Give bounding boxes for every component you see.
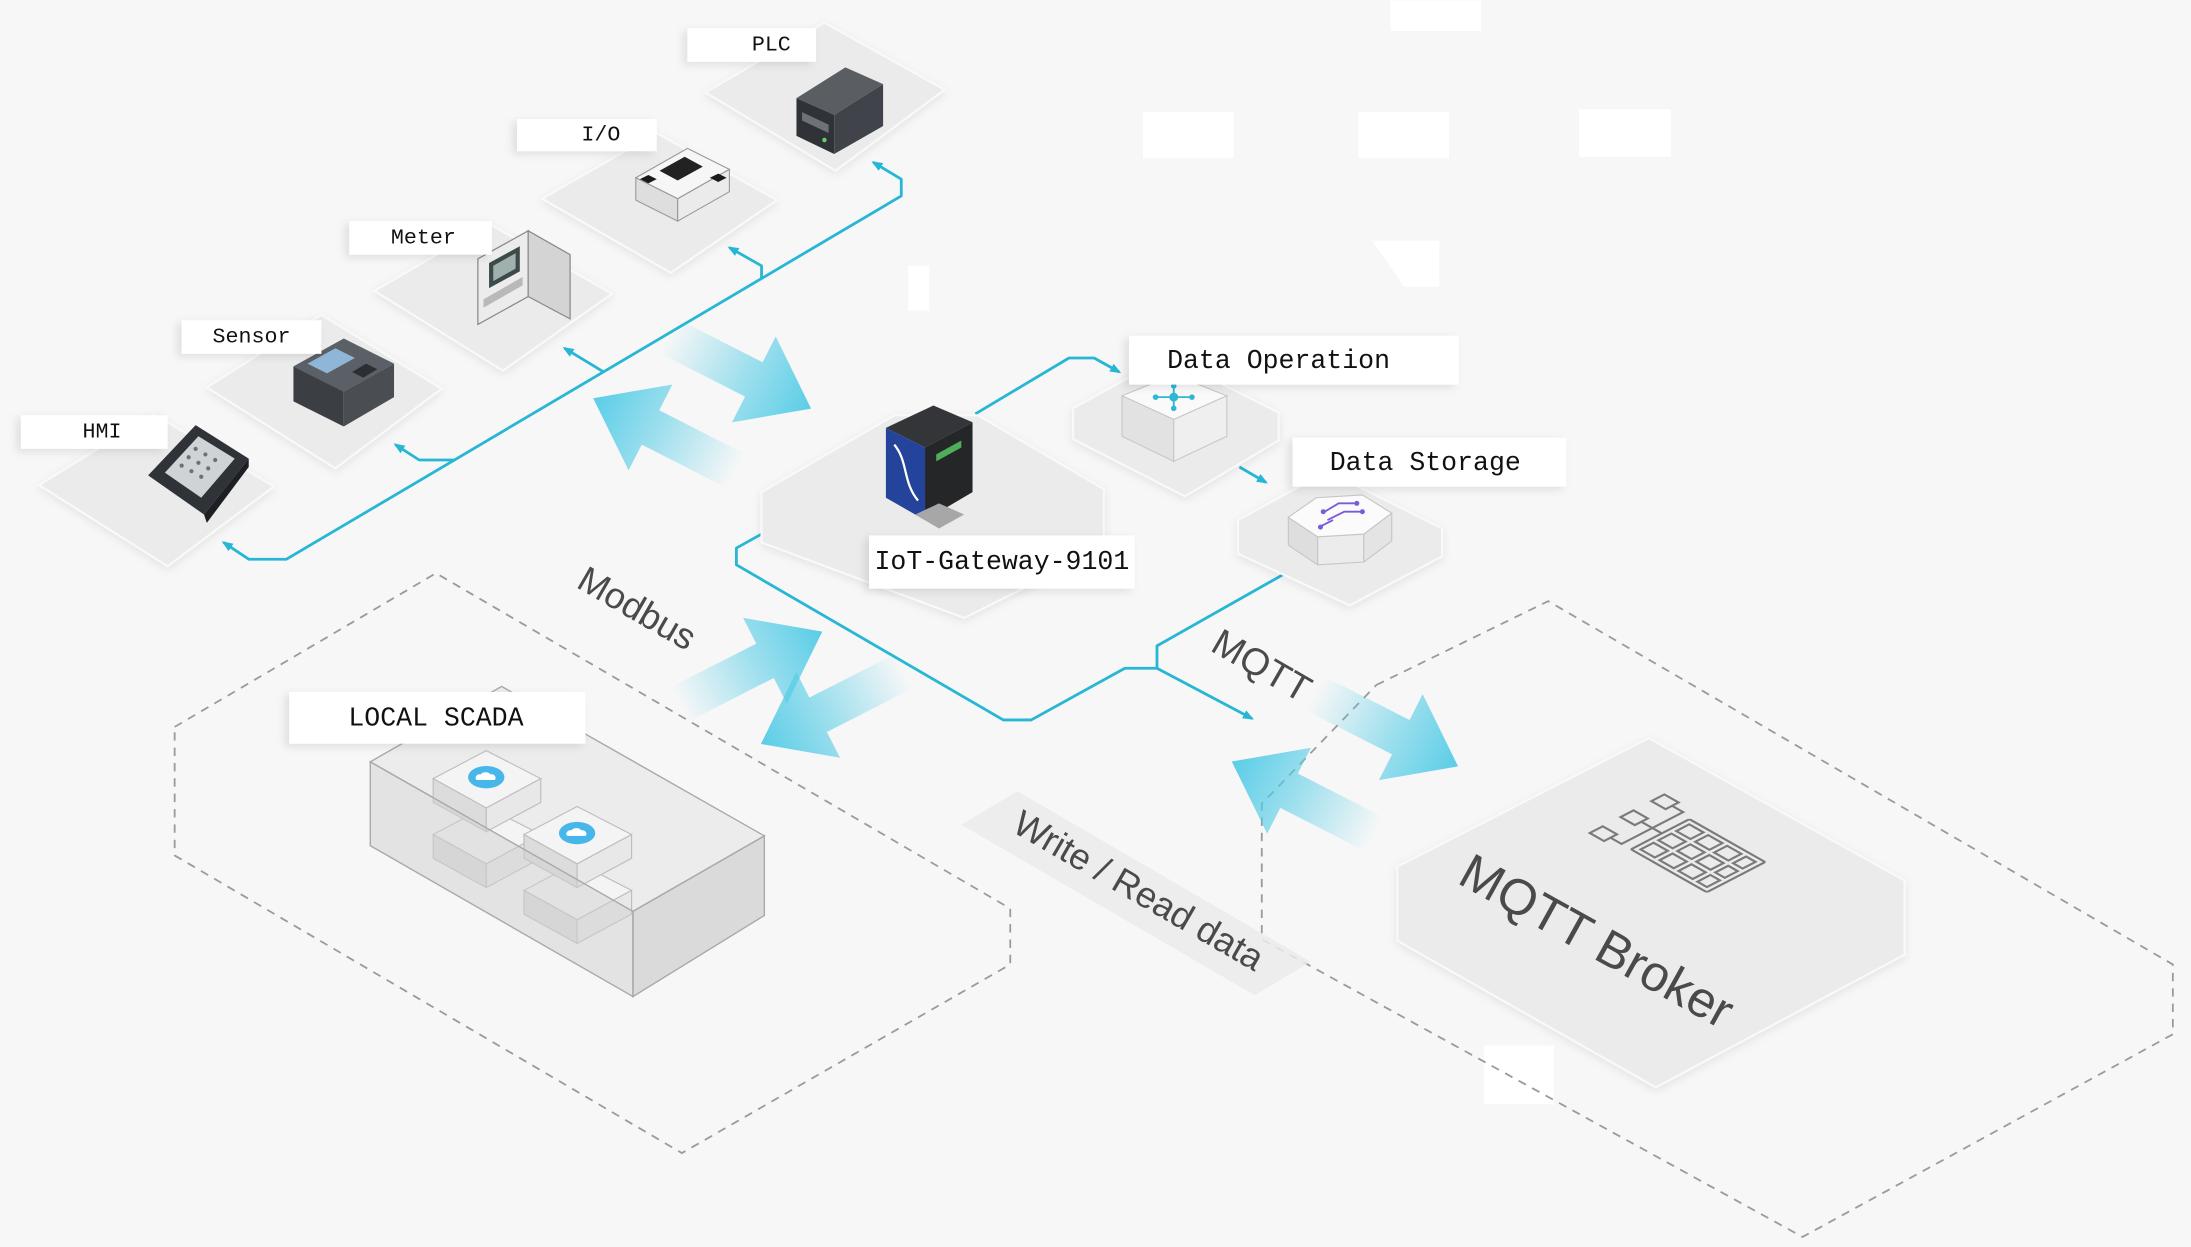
- label-box-local-scada: [289, 691, 586, 744]
- gateway-label: IoT-Gateway-9101: [875, 547, 1130, 577]
- bus-main-line: [221, 161, 903, 561]
- write-read-band: [961, 791, 1311, 996]
- arrow-broker-to-gateway: [1231, 747, 1384, 852]
- gateway-device-icon: [885, 405, 973, 529]
- device-label-meter: Meter: [391, 225, 456, 250]
- arrow-gateway-to-broker: [1306, 676, 1459, 781]
- background-patch: [908, 265, 930, 311]
- tile-mqtt-broker: [1396, 736, 1906, 1089]
- link-gateway-to-data-operation: [974, 356, 1122, 416]
- label-box-data-storage: [1292, 437, 1567, 487]
- data-storage-label: Data Storage: [1330, 448, 1521, 478]
- org-chart-grid-icon: [1587, 793, 1766, 893]
- link-gateway-loop: [734, 532, 1287, 722]
- device-label-hmi: HMI: [83, 420, 122, 445]
- server-unit: [431, 750, 542, 833]
- background-patch: [1390, 0, 1482, 32]
- label-box-gateway: [869, 535, 1135, 589]
- background-patches: [908, 0, 1672, 1105]
- scada-box-side: [632, 834, 766, 998]
- background-patch: [1143, 112, 1234, 159]
- arrow-gateway-to-scada: [760, 653, 913, 758]
- background-patch: [1358, 112, 1450, 159]
- device-labels: PLC I/O Meter Sensor HMI: [20, 28, 817, 449]
- circuit-storage-icon: [1287, 494, 1393, 566]
- local-scada-label: LOCAL SCADA: [348, 704, 523, 734]
- label-box-hmi: [20, 415, 168, 449]
- mqtt-broker-zone-boundary: [1260, 600, 2174, 1238]
- local-scada-zone-boundary: [173, 572, 1012, 1155]
- service-labels: Data Operation Data Storage IoT-Gateway-…: [869, 335, 1567, 589]
- label-box-plc: [687, 28, 817, 62]
- background-patch: [1372, 240, 1440, 287]
- gateway-links: [734, 356, 1287, 722]
- link-to-mqtt-broker: [1156, 666, 1254, 720]
- label-box-meter: [349, 221, 492, 255]
- arrow-scada-to-gateway: [670, 617, 823, 722]
- data-operation-label: Data Operation: [1167, 346, 1390, 376]
- hmi-panel-icon: [148, 425, 249, 523]
- device-label-io: I/O: [581, 123, 620, 148]
- bus-branch-io: [727, 246, 763, 279]
- background-patch: [1483, 1045, 1554, 1105]
- bus-branch-meter: [562, 347, 605, 374]
- plc-icon: [796, 67, 884, 154]
- field-bus: [221, 161, 903, 561]
- device-label-plc: PLC: [752, 33, 791, 58]
- sensor-controller-icon: [293, 338, 395, 427]
- background-patch: [1578, 109, 1672, 157]
- label-box-io: [517, 119, 657, 152]
- flow-arrows: [593, 318, 1459, 852]
- label-box-data-operation: [1129, 335, 1459, 385]
- io-module-icon: [634, 147, 731, 223]
- bus-branch-sensor: [393, 443, 455, 462]
- arrow-gateway-to-field: [659, 318, 812, 423]
- link-data-operation-to-storage: [1238, 465, 1268, 484]
- arrow-field-to-gateway: [593, 384, 746, 489]
- label-box-sensor: [181, 320, 322, 354]
- device-label-sensor: Sensor: [213, 325, 291, 350]
